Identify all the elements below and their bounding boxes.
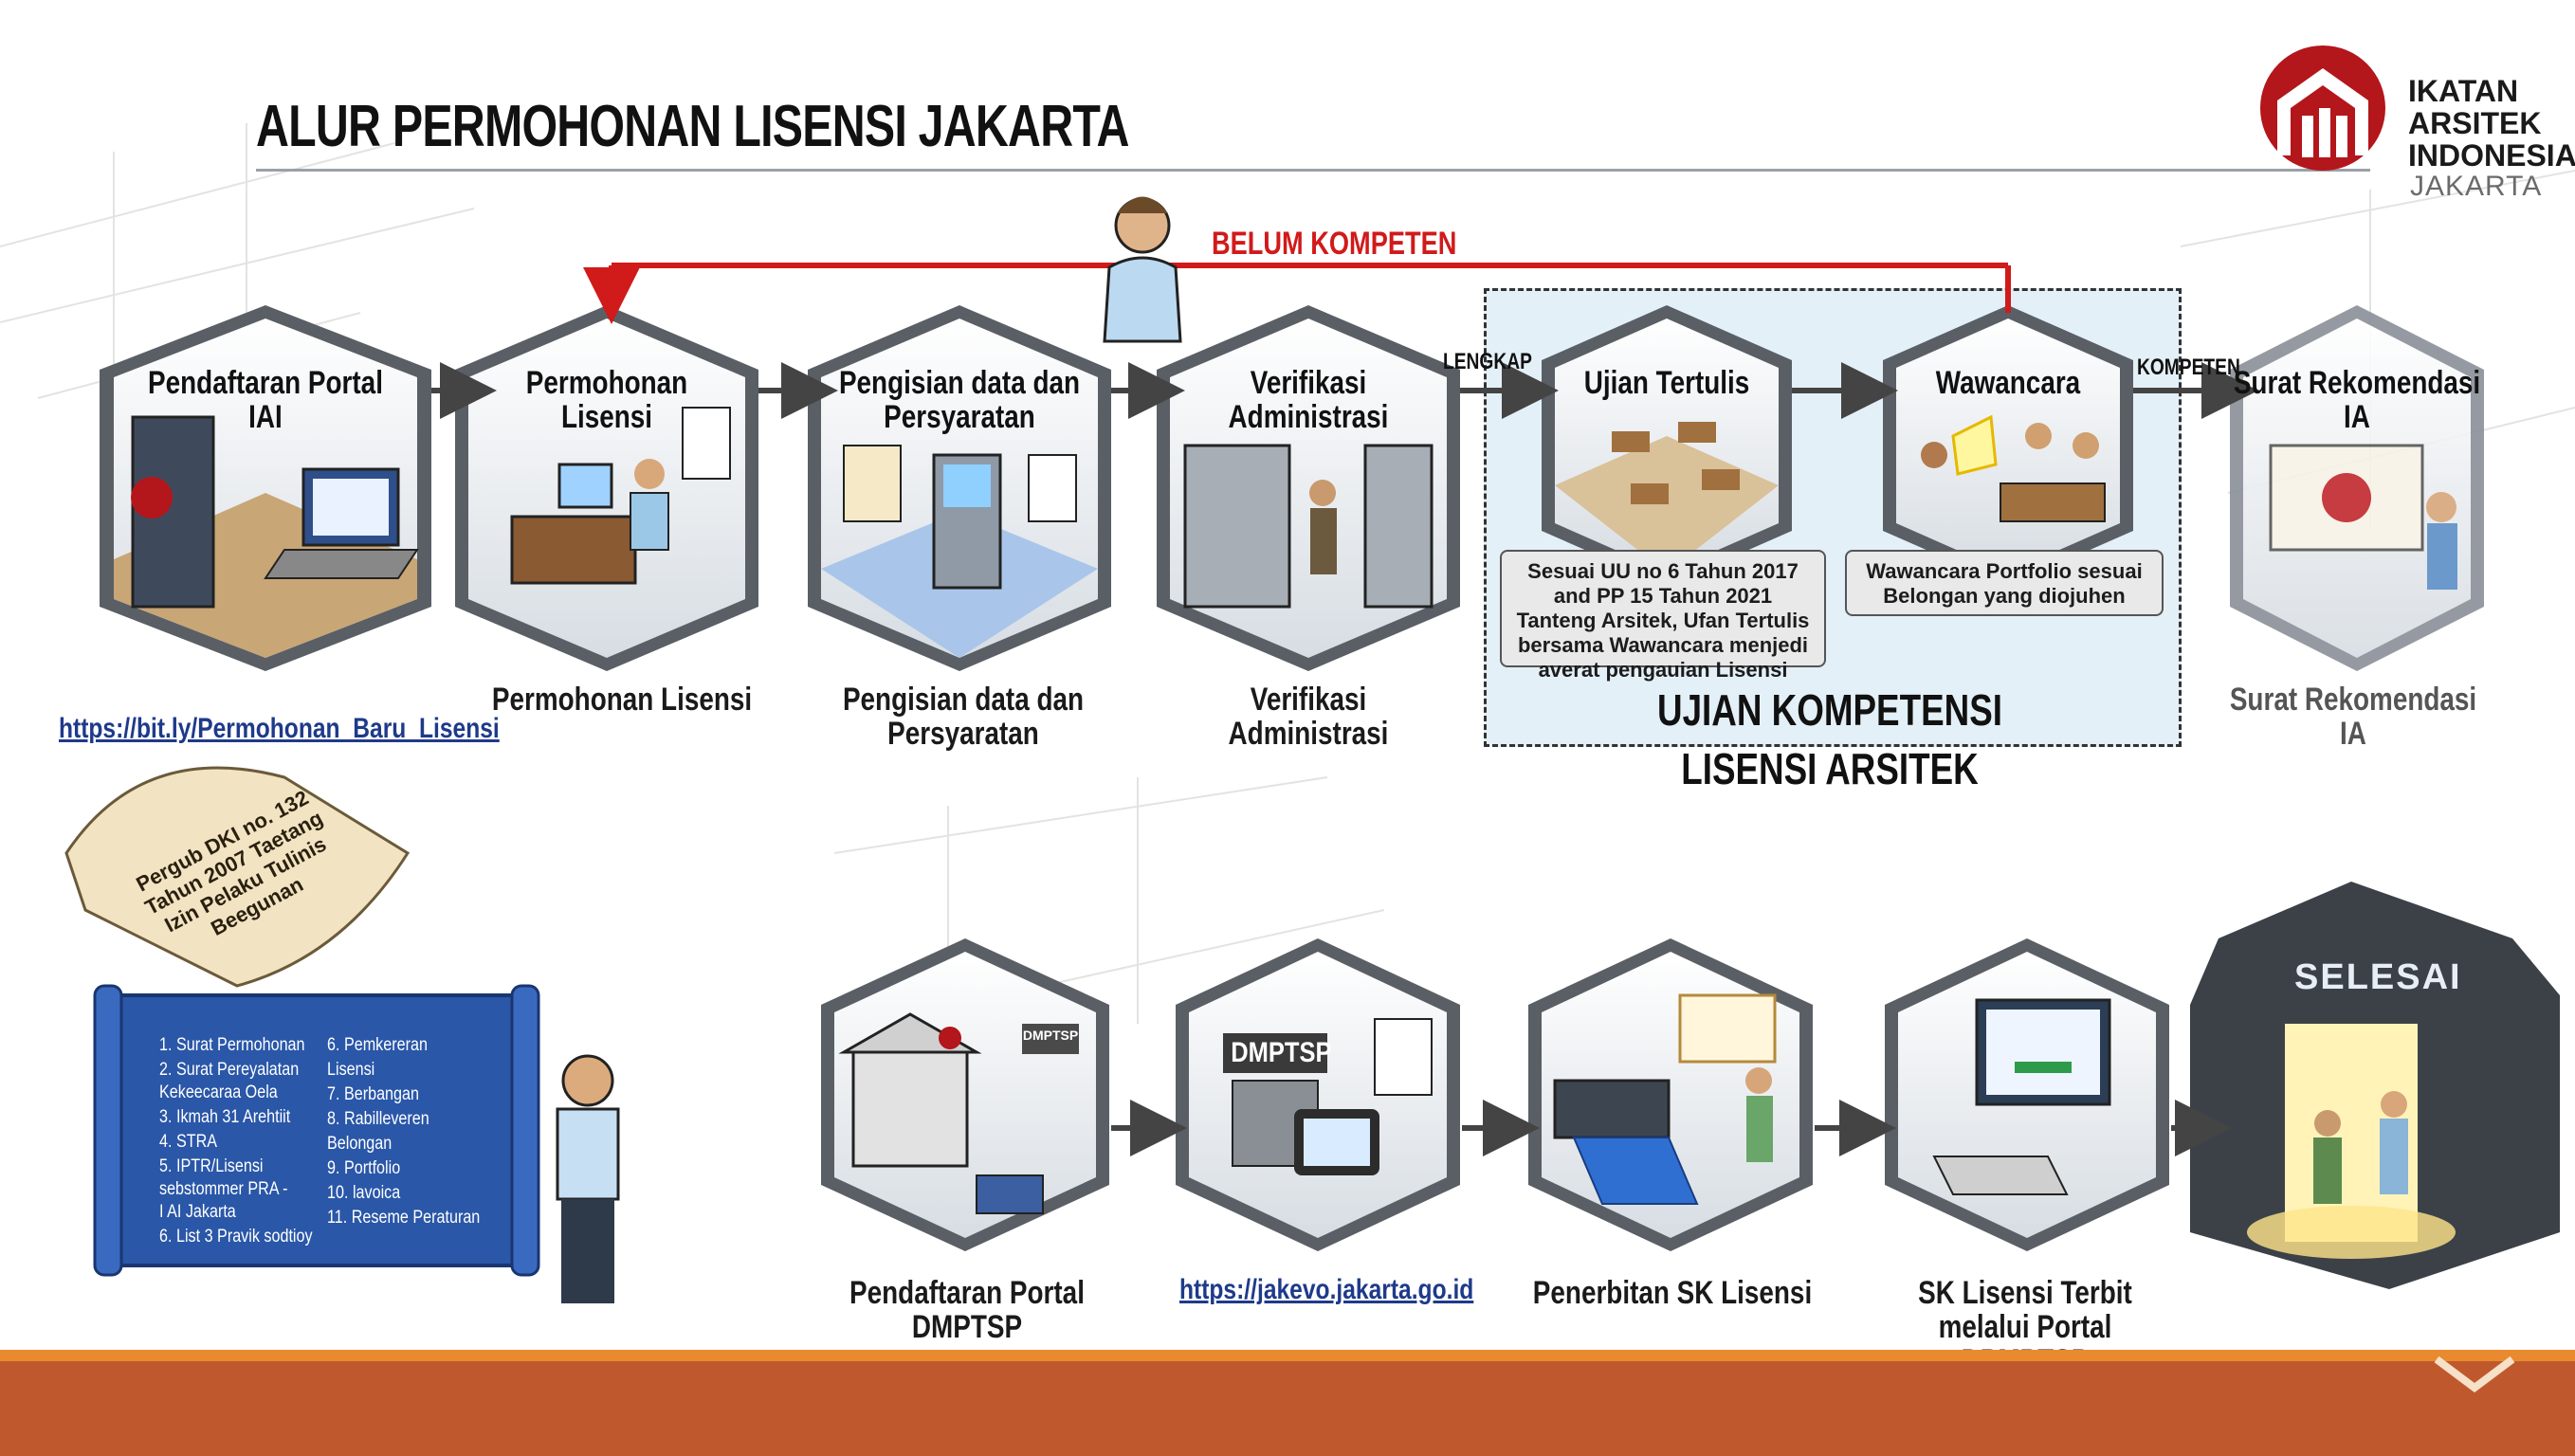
doc-item: 2. Surat Pereyalatan bbox=[159, 1060, 300, 1080]
doc-item: 6. List 3 Pravik sodtioy bbox=[159, 1227, 313, 1247]
selesai-sign: SELESAI bbox=[2294, 957, 2462, 997]
step-label-ujian-tertulis: Ujian Tertulis bbox=[1583, 365, 1750, 401]
logo-line2: ARSITEK bbox=[2408, 106, 2542, 140]
logo-line4: JAKARTA bbox=[2410, 171, 2543, 202]
doc-item: 5. IPTR/Lisensi bbox=[159, 1156, 264, 1176]
doc-item: 6. Pemkereran bbox=[327, 1035, 428, 1055]
lisensi-arsitek-title: LISENSI ARSITEK bbox=[1681, 744, 1979, 793]
doc-item: 7. Berbangan bbox=[327, 1084, 419, 1104]
note-wawancara: Wawancara Portfolio sesuai Belongan yang… bbox=[1845, 550, 2164, 616]
title-divider bbox=[256, 169, 2370, 172]
step-label-pengisian: Pengisian data dan Persyaratan bbox=[838, 365, 1081, 435]
lengkap-label: LENGKAP bbox=[1443, 349, 1532, 374]
doc-item: 4. STRA bbox=[159, 1132, 218, 1152]
step-label-pendaftaran-iai: Pendaftaran Portal IAI bbox=[148, 365, 383, 435]
hex-sk-terbit bbox=[1885, 938, 2169, 1251]
hex-jakevo bbox=[1176, 938, 1460, 1251]
doc-item: Kekeecaraa Oela bbox=[159, 1083, 278, 1102]
ujian-kompetensi-title: UJIAN KOMPETENSI bbox=[1657, 685, 2002, 735]
doc-item: 8. Rabilleveren bbox=[327, 1109, 429, 1129]
page-title: ALUR PERMOHONAN LISENSI JAKARTA bbox=[256, 94, 1129, 159]
dmptsp-sign: DMPTSP bbox=[1231, 1037, 1332, 1068]
doc-item: Belongan bbox=[327, 1134, 393, 1154]
thinking-person-figure bbox=[1103, 196, 1182, 343]
hex-verifikasi-administrasi bbox=[1157, 305, 1460, 671]
hex-pengisian-data bbox=[808, 305, 1111, 671]
caption-permohonan: Permohonan Lisensi bbox=[491, 682, 753, 718]
doc-item: 3. Ikmah 31 Arehtiit bbox=[159, 1107, 291, 1127]
doc-item: 1. Surat Permohonan bbox=[159, 1035, 305, 1055]
logo-line3: INDONESIA bbox=[2408, 138, 2575, 173]
footer-accent-bar bbox=[0, 1350, 2575, 1361]
hex-penerbitan-sk bbox=[1528, 938, 1813, 1251]
step-label-wawancara: Wawancara bbox=[1935, 365, 2081, 401]
presenter-person-figure bbox=[556, 1054, 620, 1303]
step-label-permohonan: Permohonan Lisensi bbox=[525, 365, 688, 435]
step-label-surat-rekomendasi: Surat Rekomendasi IA bbox=[2233, 365, 2481, 435]
caption-portal-dmptsp: Pendaftaran Portal DMPTSP bbox=[849, 1275, 1085, 1345]
caption-pengisian: Pengisian data dan Persyaratan bbox=[842, 682, 1085, 752]
doc-item: 11. Reseme Peraturan bbox=[327, 1208, 481, 1228]
logo-line1: IKATAN bbox=[2408, 74, 2519, 108]
step-label-verifikasi: Verifikasi Administrasi bbox=[1228, 365, 1389, 435]
jakevo-link[interactable]: https://jakevo.jakarta.go.id bbox=[1179, 1274, 1474, 1305]
hex-pendaftaran-iai bbox=[100, 305, 431, 671]
dmptsp-sign-small: DMPTSP bbox=[1022, 1028, 1079, 1043]
footer-bar bbox=[0, 1361, 2575, 1456]
iai-portal-link[interactable]: https://bit.ly/Permohonan_Baru_Lisensi bbox=[59, 713, 500, 744]
note-ujian-tertulis: Sesuai UU no 6 Tahun 2017 and PP 15 Tahu… bbox=[1500, 550, 1826, 682]
hex-portal-dmptsp bbox=[821, 938, 1109, 1251]
footer-chevron-icon bbox=[2434, 1356, 2515, 1392]
doc-item: 9. Portfolio bbox=[327, 1158, 401, 1178]
caption-verifikasi: Verifikasi Administrasi bbox=[1228, 682, 1389, 752]
doc-item: sebstommer PRA - bbox=[159, 1179, 288, 1199]
hex-wawancara bbox=[1883, 305, 2133, 586]
kompeten-label: KOMPETEN bbox=[2137, 355, 2240, 380]
pergub-scroll bbox=[64, 766, 411, 988]
selesai-gate bbox=[2190, 882, 2560, 1289]
iai-logo-icon bbox=[2260, 46, 2385, 171]
hex-permohonan-lisensi bbox=[455, 305, 758, 671]
document-requirements-banner bbox=[93, 984, 540, 1277]
caption-surat-rekomendasi: Surat Rekomendasi IA bbox=[2229, 682, 2477, 752]
doc-item: I AI Jakarta bbox=[159, 1202, 236, 1222]
caption-penerbitan-sk: Penerbitan SK Lisensi bbox=[1532, 1275, 1813, 1311]
belum-kompeten-label: BELUM KOMPETEN bbox=[1212, 226, 1457, 262]
doc-item: Lisensi bbox=[327, 1060, 375, 1080]
hex-surat-rekomendasi bbox=[2230, 305, 2484, 671]
doc-item: 10. lavoica bbox=[327, 1183, 401, 1203]
hex-ujian-tertulis bbox=[1542, 305, 1792, 586]
